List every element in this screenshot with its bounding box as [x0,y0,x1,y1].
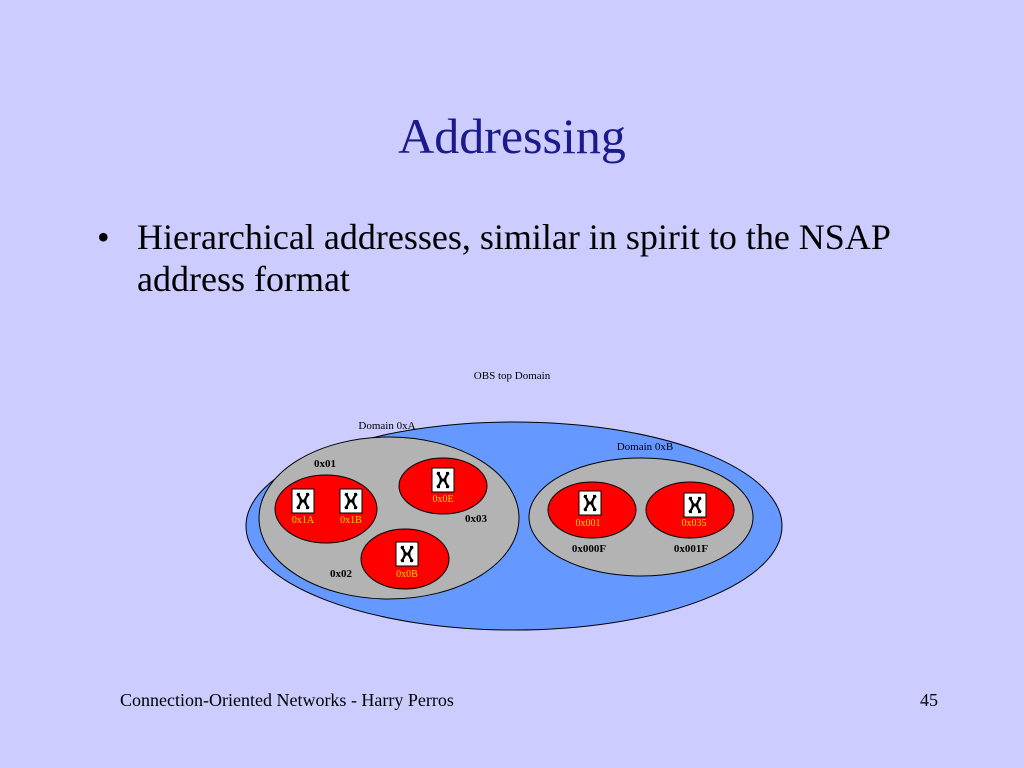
optical-switch-icon [682,491,708,519]
optical-switch-icon [430,466,456,494]
switch-0x001-label: 0x001 [576,518,601,529]
bullet-marker: • [97,217,110,257]
page-number: 45 [920,690,938,710]
optical-switch-icon [290,487,316,515]
slide-title: Addressing [398,108,626,164]
switch-0x0b-label: 0x0B [396,569,418,580]
domain-a-label: Domain 0xA [358,420,415,432]
subdomain-0x000f-label: 0x000F [572,543,607,555]
bullet-text: Hierarchical addresses, similar in spiri… [137,217,890,299]
switch-0x035-label: 0x035 [682,518,707,529]
optical-switch-icon [394,540,420,568]
switch-0x1a-label: 0x1A [292,515,315,526]
subdomain-0x03-label: 0x03 [465,513,488,525]
bullet-item: • Hierarchical addresses, similar in spi… [97,216,917,300]
switch-0x1b-label: 0x1B [340,515,362,526]
top-domain-label: OBS top Domain [474,370,551,382]
subdomain-0x02-label: 0x02 [330,568,353,580]
optical-switch-icon [338,487,364,515]
subdomain-0x001f-label: 0x001F [674,543,709,555]
domain-b-label: Domain 0xB [617,441,674,453]
footer-course-title: Connection-Oriented Networks - Harry Per… [120,690,454,710]
optical-switch-icon [577,489,603,517]
switch-0x0e-label: 0x0E [432,494,453,505]
subdomain-0x01-label: 0x01 [314,458,336,470]
